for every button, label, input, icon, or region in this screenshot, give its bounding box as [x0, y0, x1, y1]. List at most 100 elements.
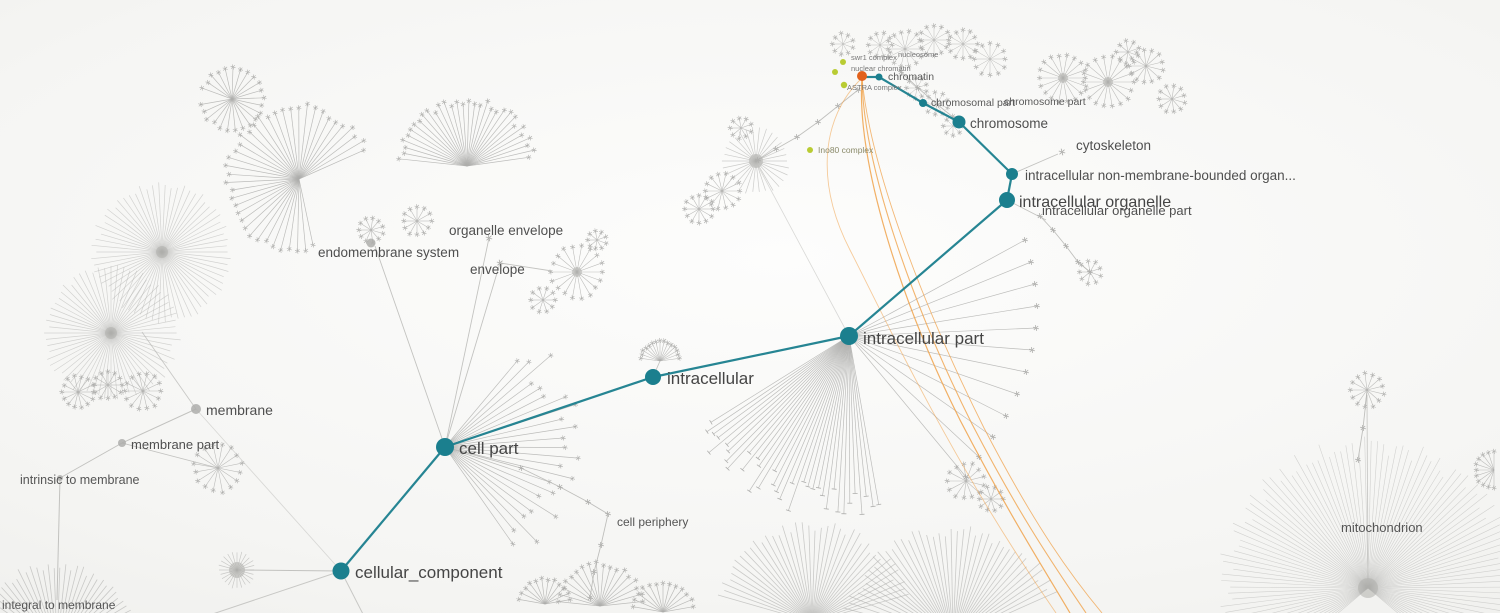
path-node-cell-part[interactable]: [436, 438, 454, 456]
path-node-intracellular[interactable]: [645, 369, 661, 385]
term-cluster: [638, 337, 683, 362]
graph-edge: [1366, 394, 1369, 586]
term-cluster: [401, 204, 435, 238]
term-cluster: [528, 285, 558, 315]
accent-node-green-term-3[interactable]: [840, 81, 848, 89]
term-chain: [754, 87, 862, 163]
term-label-endomembrane-system: endomembrane system: [318, 245, 459, 260]
term-node[interactable]: [366, 238, 376, 248]
accent-node-green-term-1[interactable]: [840, 59, 846, 65]
cluster-core: [749, 154, 763, 168]
path-node-chromosomal-part[interactable]: [919, 99, 927, 107]
term-cluster: [0, 564, 131, 613]
term-node[interactable]: [57, 475, 63, 481]
graph-edge: [237, 569, 342, 572]
highlighted-path-edge: [922, 102, 960, 123]
graph-edge: [1011, 153, 1059, 175]
term-cluster: [122, 371, 164, 412]
path-node-chromatin[interactable]: [875, 73, 883, 81]
graph-edge: [444, 262, 501, 448]
term-cluster: [702, 170, 743, 212]
term-chain: [444, 446, 612, 517]
term-label-intracellular-part: intracellular part: [863, 329, 984, 348]
term-star-node[interactable]: [485, 234, 493, 242]
term-cluster: [946, 27, 981, 61]
term-star-node[interactable]: [1058, 148, 1066, 156]
term-label-intrinsic-to-membrane: intrinsic to membrane: [20, 473, 140, 487]
term-cluster: [630, 580, 696, 613]
term-label-astra-complex: ASTRA complex: [847, 83, 902, 92]
term-cluster: [865, 30, 895, 59]
term-cluster: [843, 526, 1058, 613]
term-label-mitochondrion: mitochondrion: [1341, 520, 1423, 535]
cluster-core: [156, 246, 168, 258]
graph-edge: [757, 165, 850, 337]
term-ray-fan: [848, 237, 1041, 480]
term-cluster: [547, 242, 605, 302]
path-node-intracellular-organelle[interactable]: [999, 192, 1015, 208]
cluster-core: [1103, 77, 1113, 87]
term-cluster: [223, 101, 367, 254]
accent-node-ino80-complex[interactable]: [807, 147, 813, 153]
term-cluster: [59, 373, 97, 411]
graph-edge: [213, 570, 342, 613]
term-chain: [1036, 213, 1094, 275]
term-cluster: [91, 368, 125, 401]
graph-edge: [121, 442, 219, 469]
term-cluster: [198, 64, 267, 134]
term-label-nucleosome: nucleosome: [898, 50, 938, 59]
accent-node-nuclear-chromatin[interactable]: [857, 71, 867, 81]
term-chain: [1354, 391, 1368, 463]
term-star-node[interactable]: [496, 259, 504, 267]
path-node-intracellular-part[interactable]: [840, 327, 858, 345]
highlighted-path-edge: [444, 375, 654, 449]
graph-edge: [141, 331, 197, 410]
term-label-envelope: envelope: [470, 262, 525, 277]
term-label-membrane: membrane: [206, 402, 273, 418]
graph-edge: [121, 408, 197, 444]
term-node[interactable]: [118, 439, 126, 447]
path-node-chromosome[interactable]: [952, 115, 966, 129]
graph-edge: [195, 408, 342, 572]
term-label-organelle-envelope: organelle envelope: [449, 223, 563, 238]
term-cluster: [971, 40, 1008, 78]
term-cluster: [721, 127, 789, 194]
term-cluster: [91, 182, 231, 324]
term-cluster: [705, 335, 882, 515]
term-label-chromosome: chromosome: [970, 116, 1048, 131]
term-label-swr1-complex: swr1 complex: [851, 53, 897, 62]
term-label-cytoskeleton: cytoskeleton: [1076, 138, 1151, 153]
term-label-intracellular-organelle: intracellular organelle: [1019, 194, 1171, 211]
graph-edge: [59, 442, 123, 479]
path-node-intracellular-non-membrane-bounded-organelle[interactable]: [1006, 168, 1018, 180]
term-label-cell-periphery: cell periphery: [617, 515, 688, 529]
highlighted-path-edge: [878, 76, 924, 104]
cluster-core: [229, 562, 245, 578]
term-cluster: [976, 484, 1006, 514]
term-cluster: [1113, 38, 1142, 67]
term-cluster: [44, 265, 181, 400]
term-label-intracellular: intracellular: [667, 369, 754, 388]
term-cluster: [1156, 83, 1188, 115]
term-cluster: [191, 442, 245, 496]
cluster-core: [1358, 578, 1378, 598]
graph-edge: [56, 477, 61, 601]
term-label-integral-to-membrane: integral to membrane: [2, 598, 116, 612]
term-node[interactable]: [191, 404, 201, 414]
term-cluster: [885, 28, 925, 70]
orange-relation-edge: [861, 77, 1103, 613]
term-label-nuclear-chromatin: nuclear chromatin: [851, 64, 911, 73]
term-label-membrane-part: membrane part: [131, 437, 220, 452]
path-node-cellular-component[interactable]: [332, 562, 350, 580]
highlighted-path-edge: [340, 446, 446, 572]
term-cluster: [717, 522, 909, 613]
term-label-intracellular-non-membrane-bounded-organ: intracellular non-membrane-bounded organ…: [1025, 168, 1296, 183]
accent-node-green-term-2[interactable]: [832, 69, 838, 75]
term-label-intracellular-organelle-part: intracellular organelle part: [1042, 203, 1192, 218]
term-label-chromosomal-part: chromosomal part: [931, 97, 1015, 109]
highlighted-path-edge: [958, 121, 1013, 175]
term-cluster: [1473, 448, 1497, 491]
term-cluster: [727, 115, 754, 142]
